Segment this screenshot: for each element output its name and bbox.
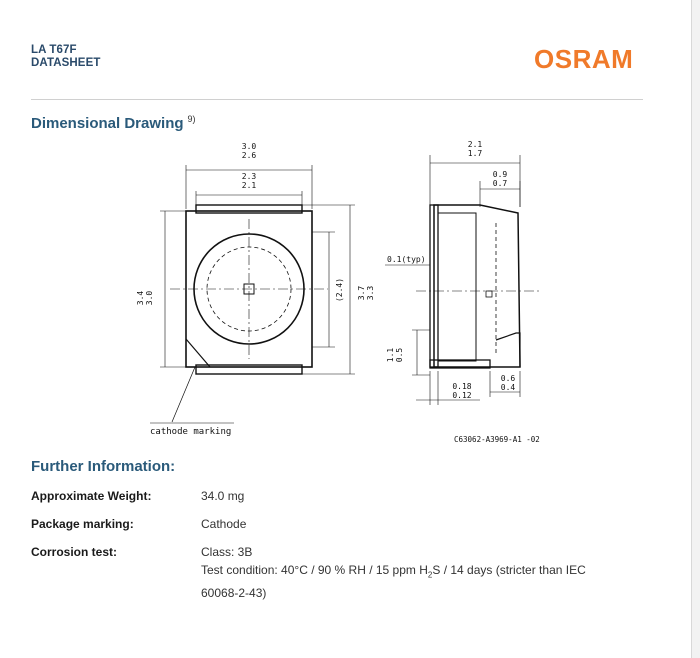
dim-front-inner-max: 2.3 bbox=[242, 172, 257, 181]
dim-side-ext-max: 0.6 bbox=[501, 374, 516, 383]
condition-text-a: Test condition: 40°C / 90 % RH / 15 ppm … bbox=[201, 563, 428, 577]
weight-value: 34.0 mg bbox=[201, 489, 245, 503]
corrosion-test-value: Class: 3B Test condition: 40°C / 90 % RH… bbox=[201, 543, 586, 602]
weight-label: Approximate Weight: bbox=[31, 489, 152, 503]
drawing-ref-code: C63062-A3969-A1 -02 bbox=[454, 435, 540, 444]
side-view: 2.1 1.7 0.9 0.7 0.1(typ) 1.1 0.5 0.18 0.… bbox=[385, 140, 540, 444]
dim-side-thickness-min: 0.12 bbox=[452, 391, 471, 400]
front-view: 3.0 2.6 2.3 2.1 3.4 3.0 (2.4) 3.7 3.3 bbox=[136, 142, 375, 437]
product-name: LA T67F bbox=[31, 44, 77, 56]
document-header: LA T67F DATASHEET bbox=[31, 44, 100, 70]
package-marking-value: Cathode bbox=[201, 517, 247, 531]
dim-front-total-min: 3.3 bbox=[366, 286, 375, 301]
dim-front-height-min: 3.0 bbox=[145, 291, 154, 306]
dim-side-lead-height-max: 1.1 bbox=[386, 348, 395, 363]
dim-side-lead-min: 0.7 bbox=[493, 179, 508, 188]
footnote-ref: 9) bbox=[187, 114, 196, 124]
corrosion-condition: Test condition: 40°C / 90 % RH / 15 ppm … bbox=[201, 561, 586, 584]
dim-side-thickness-max: 0.18 bbox=[452, 382, 471, 391]
dim-front-width-min: 2.6 bbox=[242, 151, 257, 160]
dim-front-width-max: 3.0 bbox=[242, 142, 257, 151]
dim-side-ext-min: 0.4 bbox=[501, 383, 516, 392]
section-title-text: Dimensional Drawing bbox=[31, 115, 184, 132]
package-marking-label: Package marking: bbox=[31, 517, 134, 531]
scrollbar[interactable] bbox=[691, 0, 700, 658]
dim-front-total-max: 3.7 bbox=[357, 286, 366, 301]
osram-logo: OSRAM bbox=[534, 44, 634, 74]
cathode-marking-label: cathode marking bbox=[150, 427, 231, 437]
dim-side-gap: 0.1(typ) bbox=[387, 255, 426, 264]
dim-side-lead-max: 0.9 bbox=[493, 170, 508, 179]
dimensional-drawing: 3.0 2.6 2.3 2.1 3.4 3.0 (2.4) 3.7 3.3 bbox=[136, 140, 540, 444]
header-divider bbox=[31, 99, 643, 100]
dim-side-depth-max: 2.1 bbox=[468, 140, 483, 149]
corrosion-standard: 60068-2-43) bbox=[201, 586, 267, 601]
further-information-title: Further Information: bbox=[31, 458, 176, 475]
doc-type: DATASHEET bbox=[31, 57, 101, 69]
dim-side-lead-height-min: 0.5 bbox=[395, 348, 404, 363]
dim-front-height-max: 3.4 bbox=[136, 291, 145, 306]
dim-side-depth-min: 1.7 bbox=[468, 149, 483, 158]
condition-text-b: S / 14 days (stricter than IEC bbox=[432, 563, 586, 577]
corrosion-class: Class: 3B bbox=[201, 545, 253, 559]
dim-front-inner-min: 2.1 bbox=[242, 181, 257, 190]
dim-front-ref: (2.4) bbox=[335, 278, 344, 302]
corrosion-test-label: Corrosion test: bbox=[31, 545, 118, 559]
condition-subscript: 2 bbox=[427, 570, 433, 580]
